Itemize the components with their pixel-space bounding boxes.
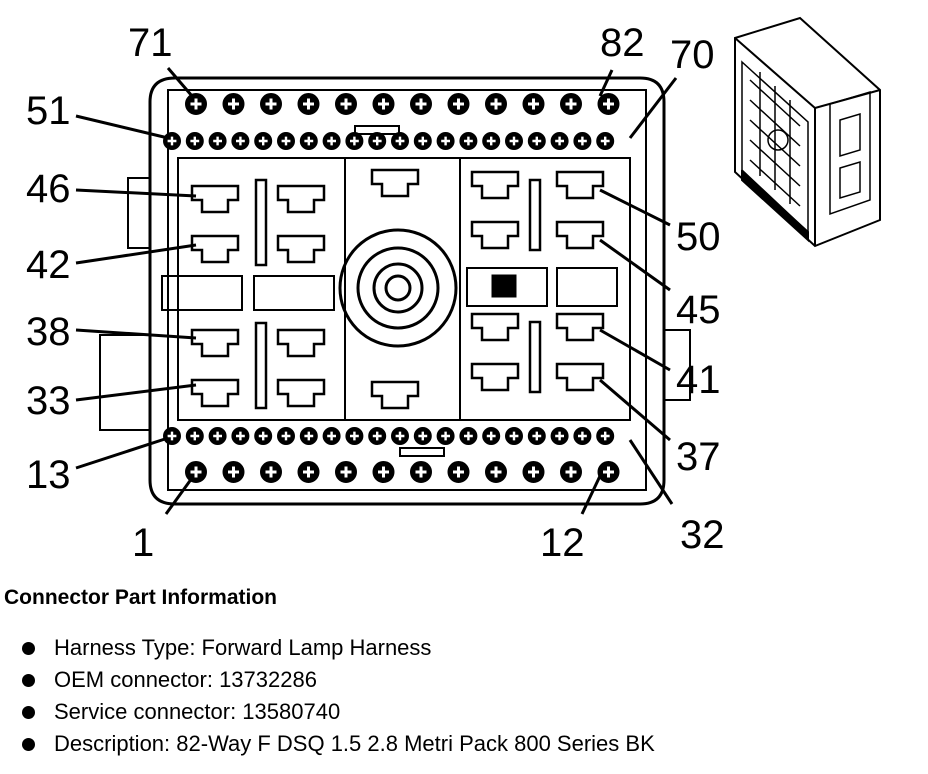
- pin-cavity: [322, 132, 341, 150]
- pin-cavity: [505, 427, 523, 445]
- pin-label-1: 1: [132, 521, 154, 565]
- pin-cavity: [299, 132, 318, 150]
- pin-cavity: [485, 93, 507, 115]
- pin-cavity: [597, 93, 620, 115]
- pin-label-32: 32: [680, 513, 725, 557]
- pin-cavity: [459, 427, 478, 445]
- pin-cavity: [260, 461, 282, 483]
- connector-isometric-view: [734, 16, 881, 248]
- bullet-icon: [22, 674, 35, 687]
- info-list: Harness Type: Forward Lamp Harness OEM c…: [4, 632, 904, 760]
- connector-diagram: 71 82 70 51 46 42 38 33 13 1 12 32 50 45…: [26, 16, 881, 565]
- pin-cavity: [410, 461, 432, 483]
- pin-cavity: [482, 132, 501, 150]
- info-service-connector: Service connector: 13580740: [4, 696, 904, 728]
- pin-cavity: [550, 132, 569, 150]
- connector-part-information: Connector Part Information Harness Type:…: [4, 586, 904, 760]
- info-item-text: Description: 82-Way F DSQ 1.5 2.8 Metri …: [54, 731, 655, 756]
- pin-cavity: [459, 132, 478, 150]
- pin-cavity: [505, 132, 523, 150]
- pin-cavity: [163, 132, 181, 150]
- pin-cavity: [372, 93, 395, 115]
- pin-label-13: 13: [26, 453, 71, 497]
- pin-label-70: 70: [670, 33, 715, 77]
- pin-cavity: [254, 132, 273, 150]
- pin-cavity: [560, 461, 582, 483]
- pin-label-33: 33: [26, 379, 71, 423]
- pin-cavity: [322, 427, 341, 445]
- section-heading: Connector Part Information: [4, 586, 278, 609]
- pin-label-46: 46: [26, 167, 71, 211]
- pin-cavity: [573, 132, 592, 150]
- info-harness-type: Harness Type: Forward Lamp Harness: [4, 632, 904, 664]
- pin-label-51: 51: [26, 89, 71, 133]
- pin-cavity: [447, 461, 470, 483]
- pin-cavity: [447, 93, 470, 115]
- bullet-icon: [22, 642, 35, 655]
- pin-cavity: [185, 132, 204, 150]
- pin-label-45: 45: [676, 288, 721, 332]
- pin-cavity: [185, 93, 207, 115]
- pin-cavity: [345, 132, 364, 150]
- info-oem-connector: OEM connector: 13732286: [4, 664, 904, 696]
- pin-label-82: 82: [600, 21, 645, 65]
- pin-cavity: [596, 427, 615, 445]
- pin-cavity: [391, 427, 409, 445]
- pin-cavity: [260, 93, 282, 115]
- pin-cavity: [596, 132, 615, 150]
- pin-cavity: [410, 93, 432, 115]
- pin-cavity: [222, 461, 245, 483]
- pin-cavity: [231, 427, 250, 445]
- pin-cavity: [254, 427, 273, 445]
- pin-label-37: 37: [676, 435, 721, 479]
- pin-cavity: [368, 427, 387, 445]
- pin-cavity: [277, 132, 295, 150]
- info-item-text: Harness Type: Forward Lamp Harness: [54, 635, 432, 660]
- pin-cavity: [482, 427, 501, 445]
- pin-cavity: [297, 93, 320, 115]
- pin-cavity: [368, 132, 387, 150]
- pin-cavity: [573, 427, 592, 445]
- pin-cavity: [550, 427, 569, 445]
- pin-cavity: [527, 132, 546, 150]
- pin-label-71: 71: [128, 21, 173, 65]
- pin-cavity: [277, 427, 295, 445]
- pin-cavity: [345, 427, 364, 445]
- pin-cavity: [222, 93, 245, 115]
- bullet-icon: [22, 738, 35, 751]
- pin-cavity: [163, 427, 181, 445]
- pin-cavity: [335, 461, 357, 483]
- info-item-text: OEM connector: 13732286: [54, 667, 317, 692]
- pin-cavity: [185, 427, 204, 445]
- bullet-icon: [22, 706, 35, 719]
- pin-cavity: [231, 132, 250, 150]
- pin-cavity: [436, 132, 455, 150]
- pin-cavity: [372, 461, 395, 483]
- pin-cavity: [185, 461, 207, 483]
- pin-cavity: [299, 427, 318, 445]
- pin-cavity: [391, 132, 409, 150]
- pin-cavity: [436, 427, 455, 445]
- pin-cavity: [413, 427, 432, 445]
- pin-label-38: 38: [26, 310, 71, 354]
- pin-cavity: [413, 132, 432, 150]
- pin-label-42: 42: [26, 243, 71, 287]
- pin-label-41: 41: [676, 358, 721, 402]
- pin-cavity: [208, 132, 227, 150]
- pin-cavity: [208, 427, 227, 445]
- pin-cavity: [335, 93, 357, 115]
- pin-cavity: [522, 93, 545, 115]
- pin-cavity: [297, 461, 320, 483]
- info-description: Description: 82-Way F DSQ 1.5 2.8 Metri …: [4, 728, 904, 760]
- pin-cavity: [560, 93, 582, 115]
- pin-label-12: 12: [540, 521, 585, 565]
- pin-cavity: [597, 461, 620, 483]
- pin-cavity: [527, 427, 546, 445]
- pin-cavity: [522, 461, 545, 483]
- info-item-text: Service connector: 13580740: [54, 699, 341, 724]
- pin-cavity: [485, 461, 507, 483]
- pin-label-50: 50: [676, 215, 721, 259]
